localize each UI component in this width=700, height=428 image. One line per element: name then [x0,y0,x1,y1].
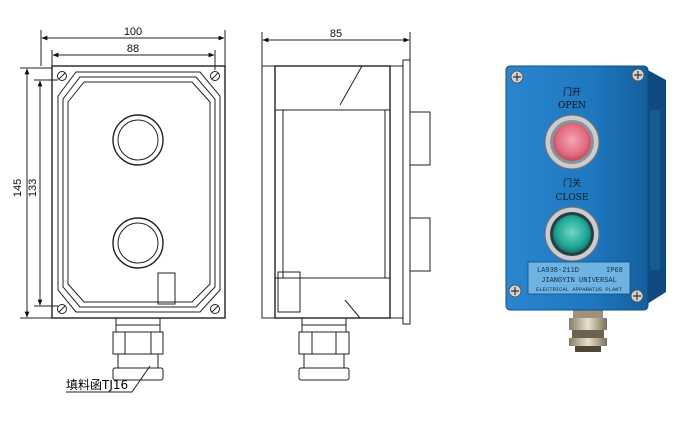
photo-open-button [544,114,600,170]
front-cable-gland [112,317,164,381]
photo-screw-bottom-left [508,284,522,298]
side-mount-flange [402,59,411,325]
front-view [20,30,226,393]
close-label-cn: 门关 [563,177,581,189]
corner-screw-top-right [210,71,220,81]
front-gasket-mid [62,76,216,308]
dim-label-depth: 85 [330,28,342,40]
dim-label-outer-height: 145 [12,179,24,197]
photo-box-front [505,65,649,311]
nameplate-model: LA938-211D [537,267,579,275]
product-photo [505,65,666,352]
photo-nameplate [527,261,631,295]
front-housing-outline [51,65,226,319]
side-cable-gland [298,317,350,381]
dim-label-outer-width: 100 [124,26,142,38]
close-label-en: CLOSE [556,193,589,203]
front-view-labels: 100 88 145 133 填料函TJ16 [12,26,142,392]
front-terminal-block [157,272,176,305]
side-view [261,32,431,381]
front-button-hole-top [112,114,164,166]
side-actuator-top [409,111,431,166]
photo-box-side-rib [650,110,660,270]
dim-label-inner-width: 88 [127,43,139,55]
side-chamfer-top [339,65,363,106]
callout-gland-label: 填料函TJ16 [66,378,128,392]
open-label-cn: 门开 [563,86,581,98]
corner-screw-bottom-right [210,304,220,314]
front-button-hole-bottom [112,217,164,269]
nameplate-maker: JIANGYIN UNIVERSAL [541,277,617,285]
side-actuator-bottom [409,217,431,272]
corner-screw-top-left [57,71,67,81]
callout-leader-line [66,365,151,393]
side-lid-outline [261,65,276,319]
open-label-en: OPEN [558,101,586,111]
side-chamfer-bottom [344,299,361,319]
photo-screw-top-right [631,68,645,82]
side-back-plate [389,65,404,319]
side-terminal-block [277,271,301,313]
photo-close-button [544,206,600,262]
nameplate-plant: ELECTRICAL APPARATUS PLANT [536,286,623,293]
photo-screw-bottom-right [630,289,644,303]
photo-cable-gland [569,310,607,352]
front-gasket-inner [67,81,211,303]
front-gasket-outer [57,71,221,313]
side-body-outline [274,65,391,319]
photo-screw-top-left [510,70,524,84]
nameplate-rating: IP68 [606,267,623,275]
product-photo-labels: 门开 OPEN 门关 CLOSE LA938-211D IP68 JIANGYI… [536,86,623,293]
dim-label-inner-height: 133 [27,179,39,197]
corner-screw-bottom-left [57,304,67,314]
